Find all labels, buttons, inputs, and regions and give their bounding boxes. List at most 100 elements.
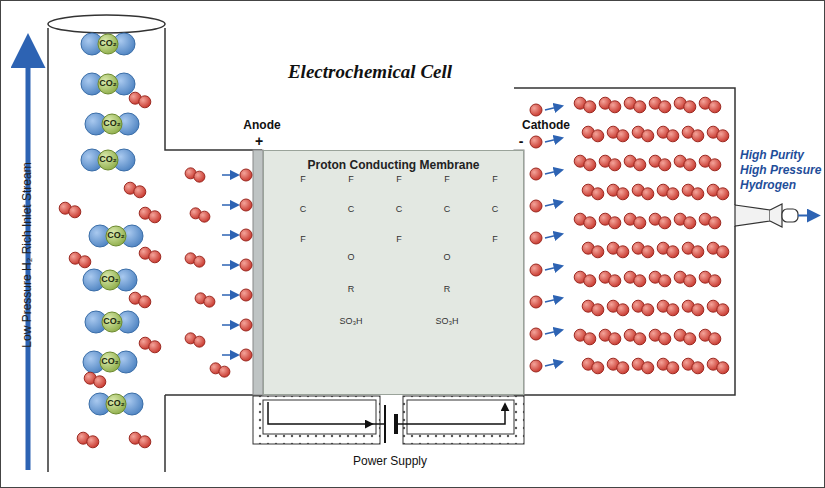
hydrogen-molecule (617, 188, 629, 200)
hydrogen-molecule (717, 246, 729, 258)
hydrogen-molecule (69, 206, 81, 218)
polymer-atom: C (492, 205, 499, 215)
hydrogen-molecule (717, 304, 729, 316)
hydrogen-molecule (617, 130, 629, 142)
flow-arrow (545, 362, 562, 366)
polymer-atom: F (444, 175, 450, 185)
hydrogen-molecule (709, 101, 721, 113)
carbon-atom (100, 352, 120, 372)
carbon-atom (102, 114, 122, 134)
flow-arrow (545, 170, 562, 174)
proton (240, 319, 252, 331)
hydrogen-molecule (149, 341, 161, 353)
flow-arrow (222, 204, 238, 206)
hydrogen-molecule (617, 362, 629, 374)
flow-arrow (222, 324, 238, 326)
proton (530, 360, 542, 372)
hydrogen-molecule (709, 333, 721, 345)
hydrogen-molecule (642, 130, 654, 142)
hydrogen-molecule (659, 101, 671, 113)
outlet-label: High Purity High Pressure Hydrogen (740, 148, 822, 193)
proton (240, 199, 252, 211)
hydrogen-molecule (684, 275, 696, 287)
hydrogen-molecule (79, 256, 91, 268)
hydrogen-molecule (717, 188, 729, 200)
flow-arrow (222, 234, 238, 236)
hydrogen-molecule (149, 251, 161, 263)
hydrogen-molecule (634, 217, 646, 229)
hydrogen-molecule (94, 376, 106, 388)
hydrogen-molecule (584, 217, 596, 229)
hydrogen-molecule (667, 130, 679, 142)
hydrogen-molecule (634, 333, 646, 345)
carbon-atom (100, 270, 120, 290)
co2-molecule-label: CO₂ (103, 119, 121, 129)
hydrogen-molecule (667, 246, 679, 258)
flow-arrow (545, 138, 562, 142)
hydrogen-molecule (139, 296, 151, 308)
membrane-label: Proton Conducting Membrane (264, 151, 523, 172)
hydrogen-molecule (617, 246, 629, 258)
hydrogen-molecule (634, 101, 646, 113)
hydrogen-molecule (709, 159, 721, 171)
hydrogen-molecule (684, 333, 696, 345)
proton (530, 264, 542, 276)
hydrogen-molecule (609, 333, 621, 345)
cathode-polarity: - (519, 134, 524, 149)
polymer-atom: F (492, 175, 498, 185)
flow-arrow (222, 174, 238, 176)
hydrogen-molecule (87, 436, 99, 448)
polymer-atom: O (347, 253, 354, 263)
hydrogen-molecule (634, 159, 646, 171)
polymer-atom: SO₃H (435, 317, 458, 327)
hydrogen-molecule (194, 171, 205, 182)
co2-molecule-label: CO₂ (101, 275, 119, 285)
flow-arrow (222, 354, 238, 356)
hydrogen-molecule (692, 362, 704, 374)
hydrogen-molecule (139, 436, 151, 448)
hydrogen-molecule (609, 217, 621, 229)
diagram-title: Electrochemical Cell (288, 62, 452, 83)
hydrogen-molecule (692, 246, 704, 258)
flow-arrow (545, 234, 562, 238)
hydrogen-molecule (692, 304, 704, 316)
hydrogen-molecule (659, 217, 671, 229)
polymer-atom: F (396, 175, 402, 185)
hydrogen-molecule (592, 362, 604, 374)
proton (530, 296, 542, 308)
hydrogen-molecule (592, 188, 604, 200)
polymer-atom: R (444, 285, 451, 295)
co2-molecule-label: CO₂ (99, 39, 117, 49)
proton (530, 136, 542, 148)
hydrogen-molecule (584, 333, 596, 345)
carbon-atom (102, 312, 122, 332)
proton (530, 168, 542, 180)
proton (240, 169, 252, 181)
polymer-atom: C (396, 205, 403, 215)
polymer-atom: F (300, 235, 306, 245)
hydrogen-molecule (592, 246, 604, 258)
proton (530, 104, 542, 116)
proton (240, 349, 252, 361)
hydrogen-molecule (642, 188, 654, 200)
anode-label: Anode (243, 119, 280, 132)
hydrogen-molecule (659, 275, 671, 287)
polymer-atom: R (348, 285, 355, 295)
hydrogen-molecule (584, 159, 596, 171)
membrane-box: Proton Conducting Membrane (263, 150, 524, 395)
carbon-atom (98, 34, 118, 54)
hydrogen-molecule (642, 304, 654, 316)
co2-molecule-label: CO₂ (107, 231, 125, 241)
hydrogen-molecule (617, 304, 629, 316)
cathode-label: Cathode (522, 119, 570, 132)
flow-arrow (545, 202, 562, 206)
polymer-atom: C (348, 205, 355, 215)
co2-molecule-label: CO₂ (99, 79, 117, 89)
flow-arrow (545, 266, 562, 270)
polymer-atom: F (492, 235, 498, 245)
polymer-atom: F (348, 175, 354, 185)
inlet-stream-label: Low Pressure H₂ Rich Inlet Stream (21, 162, 34, 347)
proton (240, 289, 252, 301)
hydrogen-molecule (219, 366, 230, 377)
